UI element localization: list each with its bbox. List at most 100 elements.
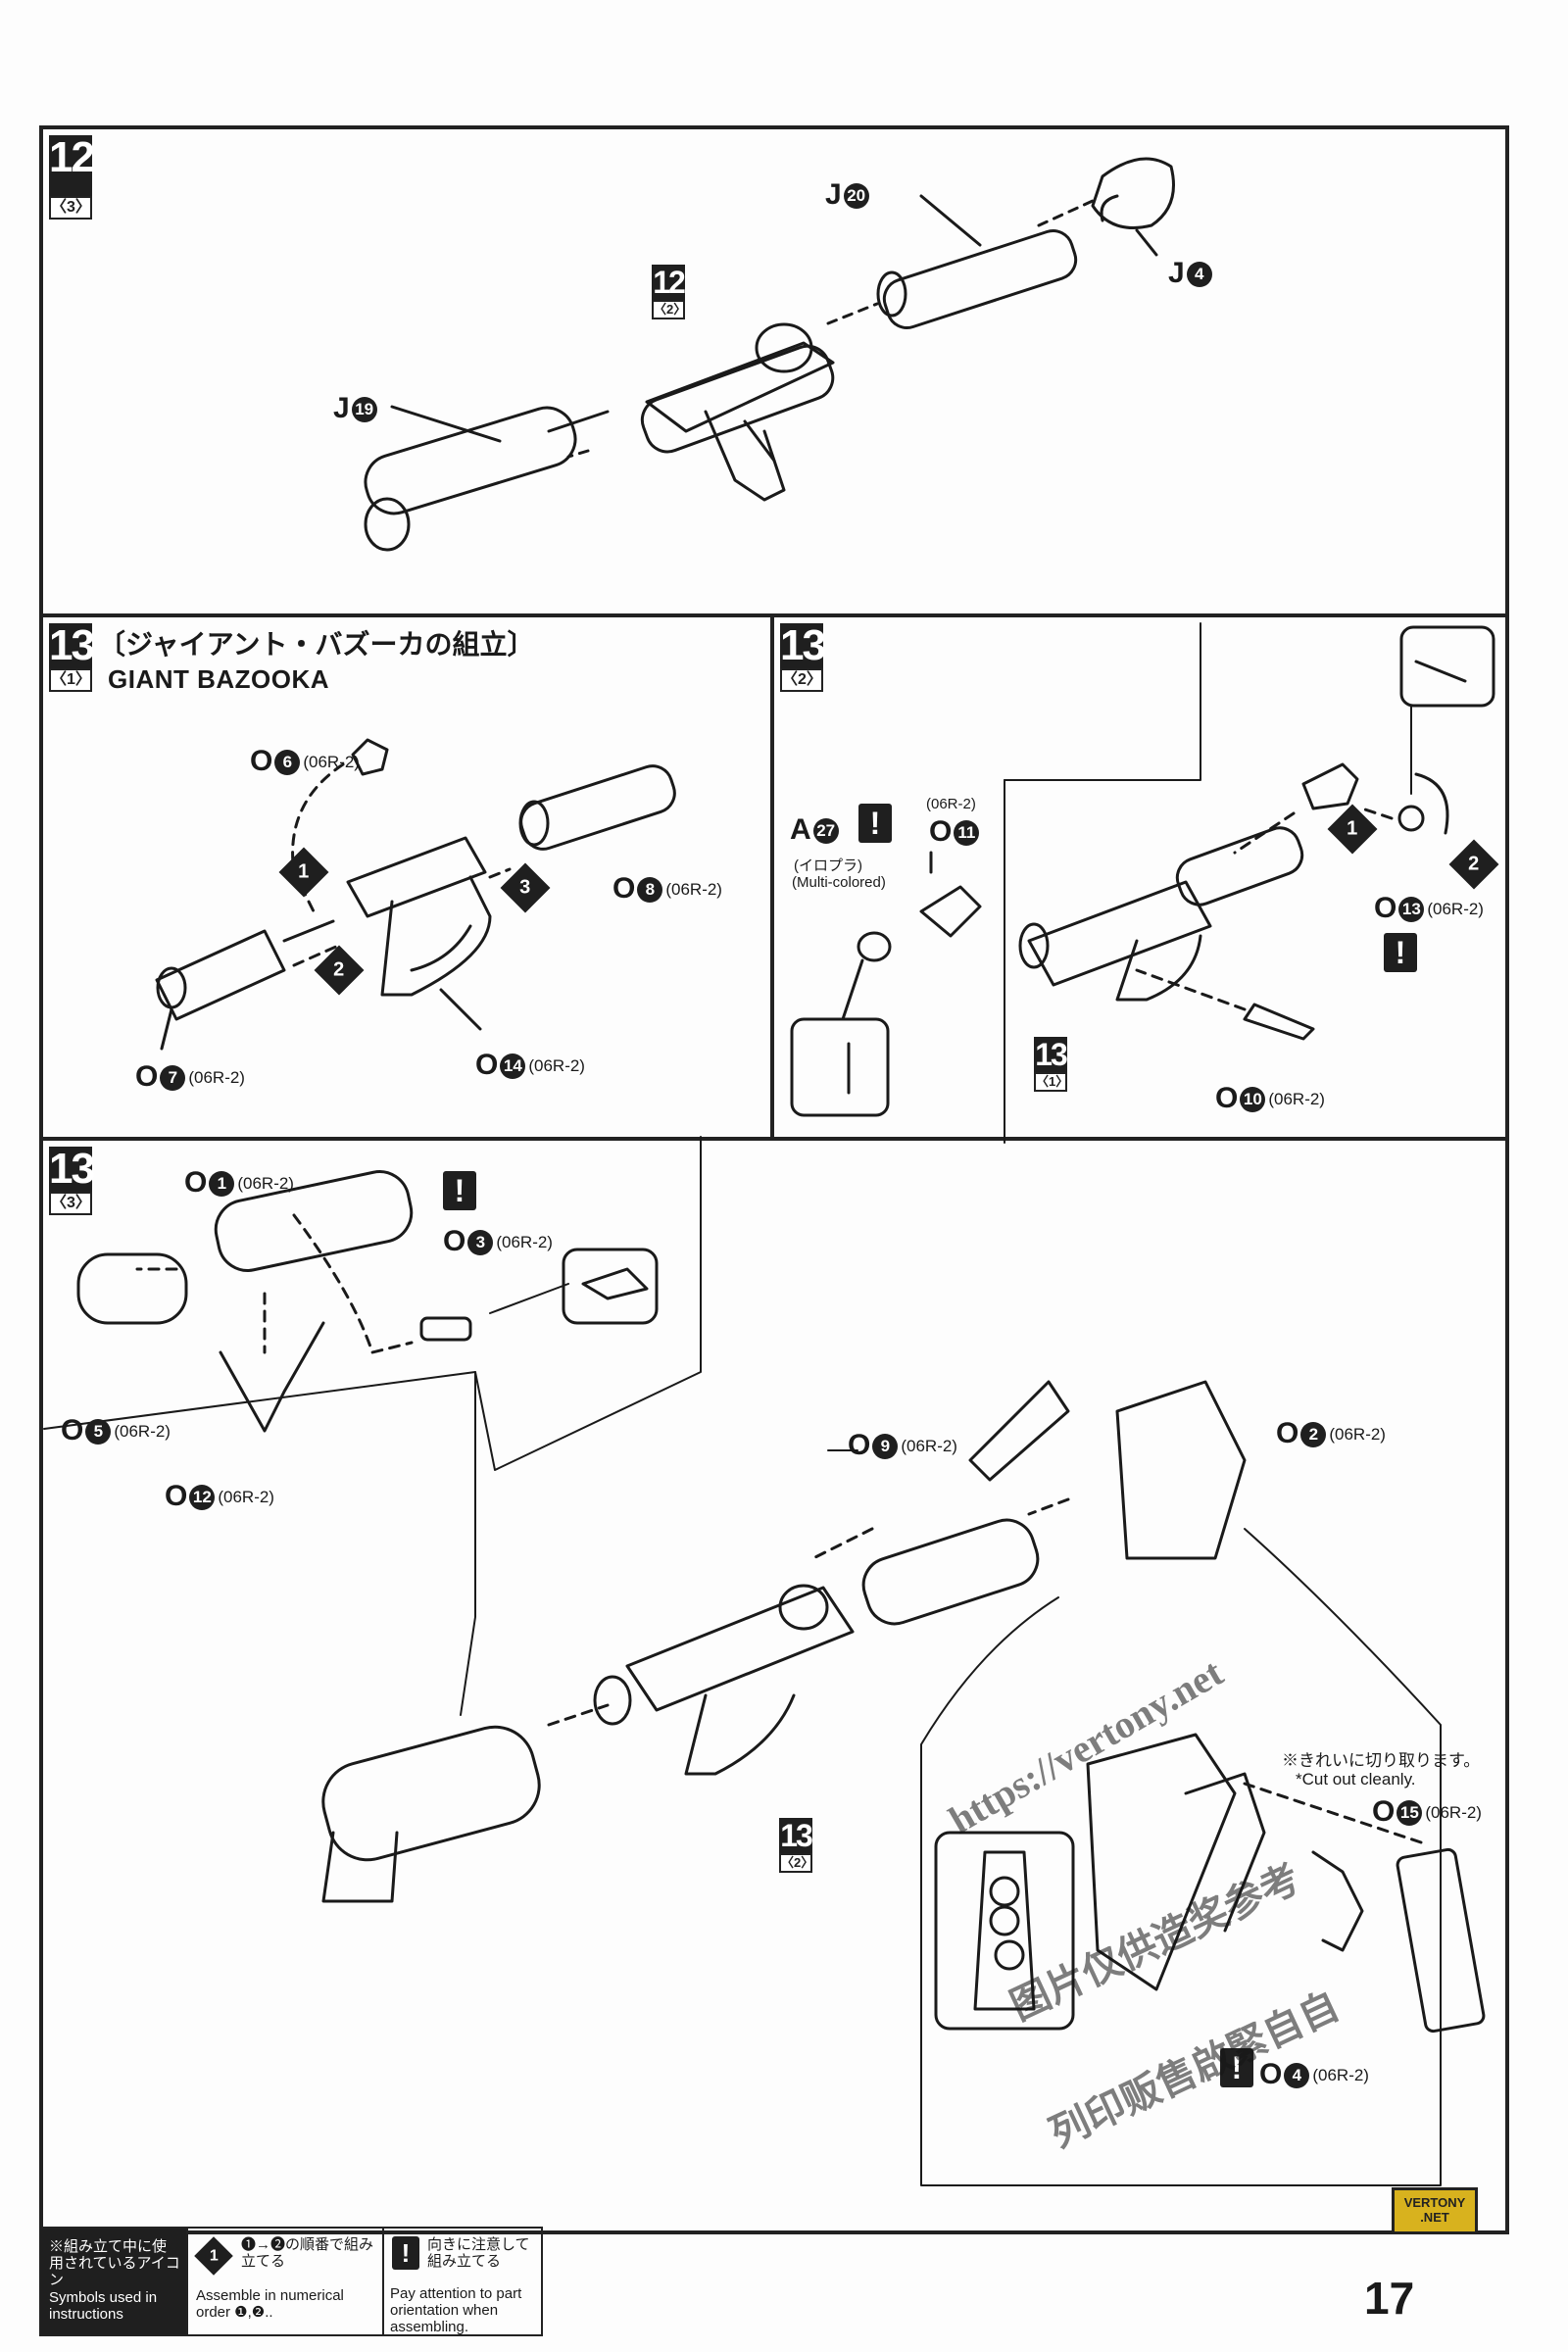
part-letter: O	[1276, 1417, 1299, 1449]
runner-code: (06R-2)	[1425, 1803, 1482, 1823]
step-sub-13-2: 〈2〉	[780, 668, 823, 692]
part-number: 2	[1300, 1422, 1327, 1448]
step-12-3-drawing	[364, 157, 1175, 552]
runner-code: (06R-2)	[218, 1488, 274, 1507]
runner-code: (06R-2)	[188, 1068, 245, 1088]
order-number: 3	[519, 877, 531, 899]
ref-sub-12-2: 〈2〉	[652, 300, 686, 319]
part-number: 12	[189, 1485, 216, 1511]
a27-note-en: (Multi-colored)	[792, 874, 886, 891]
step-number: 13	[49, 1145, 95, 1193]
caution-icon-o4: !	[1220, 2048, 1253, 2087]
ref-sub-13-2: 〈2〉	[779, 1853, 813, 1873]
step-badge-13-1: 13	[49, 621, 95, 669]
ref-badge-13-1: 13	[1034, 1037, 1068, 1072]
runner-code: (06R-2)	[1427, 900, 1484, 919]
step-badge-12-3: 12	[49, 135, 95, 198]
part-letter: O	[184, 1166, 208, 1199]
legend-heading-cell: ※組み立て中に使用されているアイコン Symbols used in instr…	[41, 2229, 188, 2334]
part-letter: O	[135, 1060, 159, 1093]
runner-code: (06R-2)	[1329, 1425, 1386, 1445]
part-number: 4	[1186, 262, 1212, 288]
ref-badge-13-2: 13	[779, 1818, 813, 1853]
part-letter: O	[250, 745, 273, 777]
legend-heading-en: Symbols used in instructions	[49, 2289, 158, 2323]
ref-badge-12-2: 12	[652, 265, 686, 300]
part-number: 27	[812, 818, 839, 845]
badge-line2: .NET	[1420, 2210, 1449, 2225]
legend-heading-jp: ※組み立て中に使用されているアイコン	[49, 2238, 180, 2288]
part-letter: O	[165, 1480, 188, 1512]
cut-note-en: *Cut out cleanly.	[1296, 1770, 1416, 1788]
part-letter: O	[1215, 1082, 1239, 1114]
legend-order-icon: 1	[194, 2236, 233, 2276]
order-number: 2	[333, 959, 345, 981]
order-number: 2	[1468, 854, 1480, 875]
runner-code: (06R-2)	[528, 1056, 585, 1076]
part-letter: J	[825, 178, 842, 211]
step-badge-13-3: 13	[49, 1145, 95, 1193]
step-title-en: GIANT BAZOOKA	[108, 664, 330, 694]
step-sub-13-3: 〈3〉	[49, 1192, 92, 1215]
part-letter: O	[929, 815, 953, 848]
part-letter: O	[443, 1225, 466, 1257]
part-number: 10	[1240, 1087, 1266, 1113]
runner-code: (06R-2)	[1312, 2066, 1369, 2085]
legend-caution-en: Pay attention to part orientation when a…	[390, 2285, 522, 2335]
step-badge-13-2: 13	[780, 621, 826, 669]
part-letter: O	[1372, 1795, 1396, 1828]
order-number: 1	[1347, 818, 1358, 840]
badge-line1: VERTONY	[1403, 2195, 1466, 2210]
ref-number: 13	[1035, 1037, 1068, 1072]
a27-note-jp: (イロプラ)	[794, 858, 862, 874]
caution-icon-o3: !	[443, 1171, 476, 1210]
runner-code: (06R-2)	[901, 1437, 957, 1456]
legend-caution-jp: 向きに注意して組み立てる	[427, 2236, 530, 2270]
part-letter: J	[1168, 257, 1185, 289]
part-number: 8	[637, 877, 663, 904]
part-letter: O	[475, 1049, 499, 1081]
runner-code: (06R-2)	[1268, 1090, 1325, 1109]
step-sub-13-1: 〈1〉	[49, 668, 92, 692]
part-letter: J	[333, 392, 350, 424]
part-number: 11	[954, 820, 980, 847]
runner-code: (06R-2)	[237, 1174, 294, 1194]
panel-step-13-3	[39, 1137, 1509, 2234]
part-letter: O	[848, 1429, 871, 1461]
ref-number: 12	[653, 265, 686, 300]
order-number: 1	[298, 861, 310, 883]
part-letter: O	[1259, 2058, 1283, 2090]
part-letter: O	[61, 1414, 84, 1446]
step-number: 13	[780, 621, 826, 669]
order-number: 1	[209, 2247, 219, 2264]
part-number: 9	[872, 1434, 899, 1460]
legend-order-jp: ❶→❷の順番で組み立てる	[241, 2236, 374, 2270]
part-letter: O	[612, 872, 636, 905]
step-sub-12-3: 〈3〉	[49, 196, 92, 220]
part-number: 4	[1284, 2063, 1310, 2089]
part-number: 13	[1398, 897, 1425, 923]
legend-order-en: Assemble in numerical order ❶,❷..	[196, 2287, 344, 2321]
runner-code: (06R-2)	[665, 880, 722, 900]
part-number: 7	[160, 1065, 186, 1092]
legend-caution-cell: ! 向きに注意して組み立てる Pay attention to part ori…	[384, 2229, 541, 2335]
step-13-3-drawing	[43, 1136, 1486, 2186]
step-number: 13	[49, 621, 95, 669]
legend-caution-icon: !	[392, 2236, 419, 2270]
ref-number: 13	[780, 1818, 813, 1853]
legend-order-cell: 1 ❶→❷の順番で組み立てる Assemble in numerical ord…	[188, 2229, 384, 2334]
